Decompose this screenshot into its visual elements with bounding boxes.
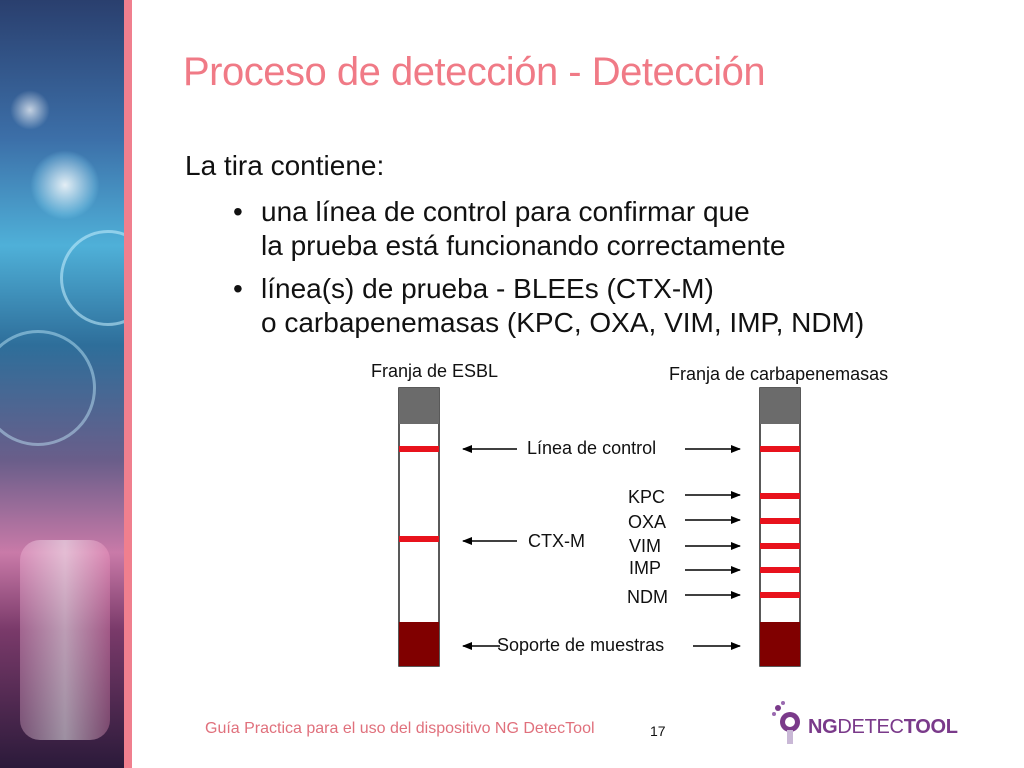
carbapenemase-strip xyxy=(759,387,801,667)
footer-text: Guía Practica para el uso del dispositiv… xyxy=(205,720,595,737)
carbapenemase-strip-label: Franja de carbapenemasas xyxy=(669,364,889,384)
logo-detec: DETEC xyxy=(837,716,904,738)
light-glow xyxy=(30,150,100,220)
bullet-item-test-lines: • línea(s) de prueba - BLEEs (CTX-M) o c… xyxy=(233,272,864,340)
bullet-icon: • xyxy=(233,273,243,304)
slide-title: Proceso de detección - Detección xyxy=(183,50,766,94)
sample-pad xyxy=(399,622,439,666)
ctxm-band xyxy=(399,536,439,542)
bullet-item-control: • una línea de control para confirmar qu… xyxy=(233,195,864,263)
bullet-line: una línea de control para confirmar que xyxy=(261,196,750,227)
esbl-strip-label: Franja de ESBL xyxy=(371,361,499,381)
accent-bar xyxy=(124,0,132,768)
light-glow xyxy=(10,90,50,130)
sample-pad xyxy=(760,622,800,666)
control-line-label: Línea de control xyxy=(527,438,657,458)
strip-cap xyxy=(760,388,800,424)
bullet-list: • una línea de control para confirmar qu… xyxy=(233,195,864,349)
logo-ng: NG xyxy=(808,716,838,738)
bullet-line: línea(s) de prueba - BLEEs (CTX-M) xyxy=(261,273,714,304)
control-band xyxy=(399,446,439,452)
esbl-strip xyxy=(398,387,440,667)
bullet-icon: • xyxy=(233,196,243,227)
logo-wordmark: NGDETECTOOL xyxy=(808,716,958,739)
strip-body xyxy=(398,387,440,667)
imp-label: IMP xyxy=(629,558,662,578)
ndm-label: NDM xyxy=(627,587,668,607)
test-tube-graphic xyxy=(20,540,110,740)
bullet-line: o carbapenemasas (KPC, OXA, VIM, IMP, ND… xyxy=(261,307,865,338)
ndm-band xyxy=(760,592,800,598)
vim-label: VIM xyxy=(629,536,662,556)
pointer-arrows xyxy=(462,445,741,650)
strip-cap xyxy=(399,388,439,424)
ring-graphic xyxy=(0,330,96,446)
page-number: 17 xyxy=(650,723,666,739)
decorative-lab-image xyxy=(0,0,124,768)
kpc-band xyxy=(760,493,800,499)
oxa-band xyxy=(760,518,800,524)
ctxm-label: CTX-M xyxy=(528,531,585,551)
logo-tool: TOOL xyxy=(903,716,958,738)
imp-band xyxy=(760,567,800,573)
intro-text: La tira contiene: xyxy=(185,150,385,181)
vim-band xyxy=(760,543,800,549)
sample-pad-label: Soporte de muestras xyxy=(497,635,665,655)
bullet-line: la prueba está funcionando correctamente xyxy=(261,230,786,261)
strip-body xyxy=(759,387,801,667)
control-band xyxy=(760,446,800,452)
oxa-label: OXA xyxy=(628,512,667,532)
ngdetectool-logo-icon xyxy=(772,701,800,744)
kpc-label: KPC xyxy=(628,487,666,507)
